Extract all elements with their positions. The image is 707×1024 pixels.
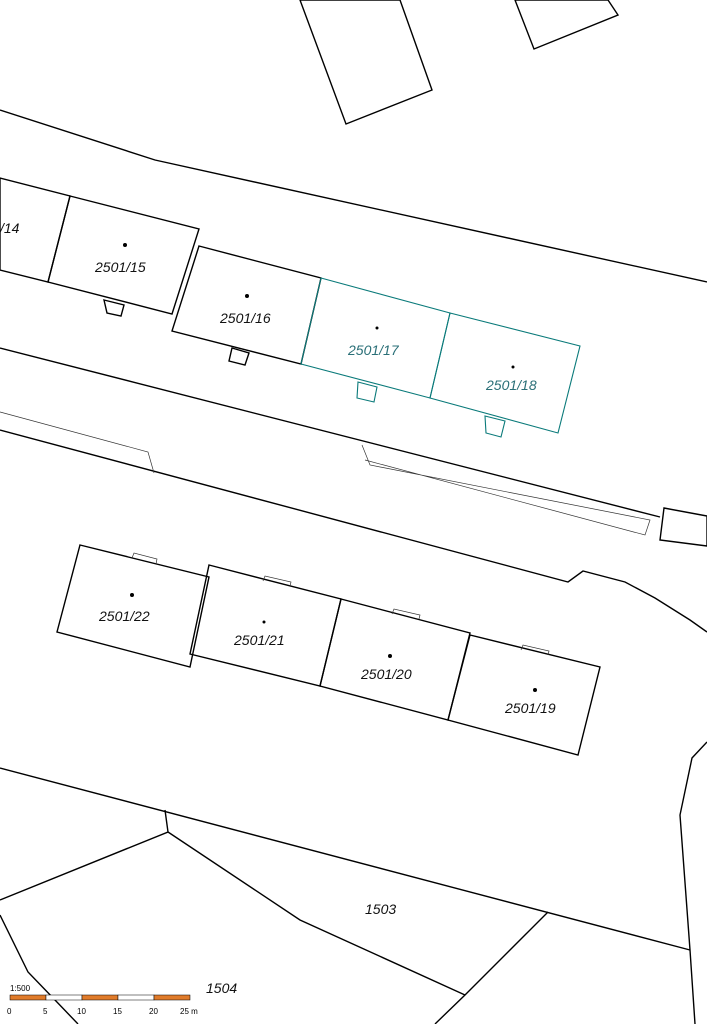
sidewalk-line-right [361, 444, 651, 536]
road-boundary-lower [0, 429, 707, 633]
parcel-label-19: 2501/19 [504, 700, 556, 716]
parcel-17-centroid [375, 326, 379, 330]
scale-segment-2 [45, 994, 83, 1001]
road-boundary-upper [0, 109, 707, 283]
road-stub-right [659, 507, 707, 547]
parcel-label-15: 2501/15 [94, 259, 146, 275]
parcel-label-16: 2501/16 [219, 310, 271, 326]
parcel-19[interactable] [447, 634, 601, 756]
scale-tick-0: 0 [7, 1007, 12, 1016]
parcel-20-step [391, 608, 421, 620]
parcel-1503-left-edge [0, 809, 169, 901]
parcel-18-centroid [511, 365, 515, 369]
scale-bar: 1:500 0 5 10 15 20 25 m [7, 984, 198, 1016]
road-boundary-middle [0, 347, 661, 518]
parcel-1503-bottom-edge [167, 831, 466, 996]
parcel-20[interactable] [319, 598, 471, 721]
parcel-15-stoop[interactable] [103, 299, 125, 317]
parcel-17-stoop[interactable] [356, 381, 378, 403]
scale-segment-1 [9, 994, 47, 1001]
scale-segment-4 [117, 994, 155, 1001]
parcel-21[interactable] [189, 564, 342, 687]
road-boundary-bottom [0, 767, 691, 951]
scale-tick-15: 15 [113, 1007, 122, 1016]
parcel-label-14: /14 [0, 220, 20, 236]
parcel-19-centroid [533, 688, 537, 692]
parcel-1503-divider [434, 911, 549, 1024]
parcel-15[interactable] [47, 195, 200, 315]
parcel-22-step [131, 552, 158, 565]
scale-tick-20: 20 [149, 1007, 158, 1016]
parcel-16-centroid [245, 294, 249, 298]
parcel-22-centroid [130, 593, 134, 597]
parcel-20-centroid [388, 654, 392, 658]
scale-ratio: 1:500 [10, 984, 31, 993]
scale-segment-3 [81, 994, 119, 1001]
parcel-16[interactable] [171, 245, 322, 365]
parcel-label-21: 2501/21 [233, 632, 285, 648]
parcel-label-1503: 1503 [365, 901, 396, 917]
building-top-right[interactable] [514, 0, 620, 50]
scale-tick-25: 25 m [180, 1007, 198, 1016]
parcel-label-18: 2501/18 [485, 377, 537, 393]
scale-tick-10: 10 [77, 1007, 86, 1016]
scale-tick-5: 5 [43, 1007, 48, 1016]
parcel-21-centroid [262, 620, 266, 624]
parcel-22[interactable] [56, 544, 210, 668]
sidewalk-line-left [0, 411, 155, 474]
right-road-edge [679, 741, 707, 1024]
building-top-left[interactable] [299, 0, 433, 125]
parcel-label-20: 2501/20 [360, 666, 412, 682]
parcel-16-stoop[interactable] [228, 347, 250, 366]
parcel-label-1504: 1504 [206, 980, 237, 996]
parcel-18-stoop[interactable] [484, 415, 506, 438]
parcel-18[interactable] [429, 312, 581, 434]
parcel-1504-left-edge [0, 914, 79, 1024]
parcel-label-17: 2501/17 [347, 342, 400, 358]
parcel-19-step [520, 644, 550, 656]
parcel-label-22: 2501/22 [98, 608, 150, 624]
parcel-17[interactable] [300, 277, 451, 399]
parcel-21-step [262, 575, 292, 587]
scale-segment-5 [153, 994, 191, 1001]
parcel-15-centroid [123, 243, 127, 247]
